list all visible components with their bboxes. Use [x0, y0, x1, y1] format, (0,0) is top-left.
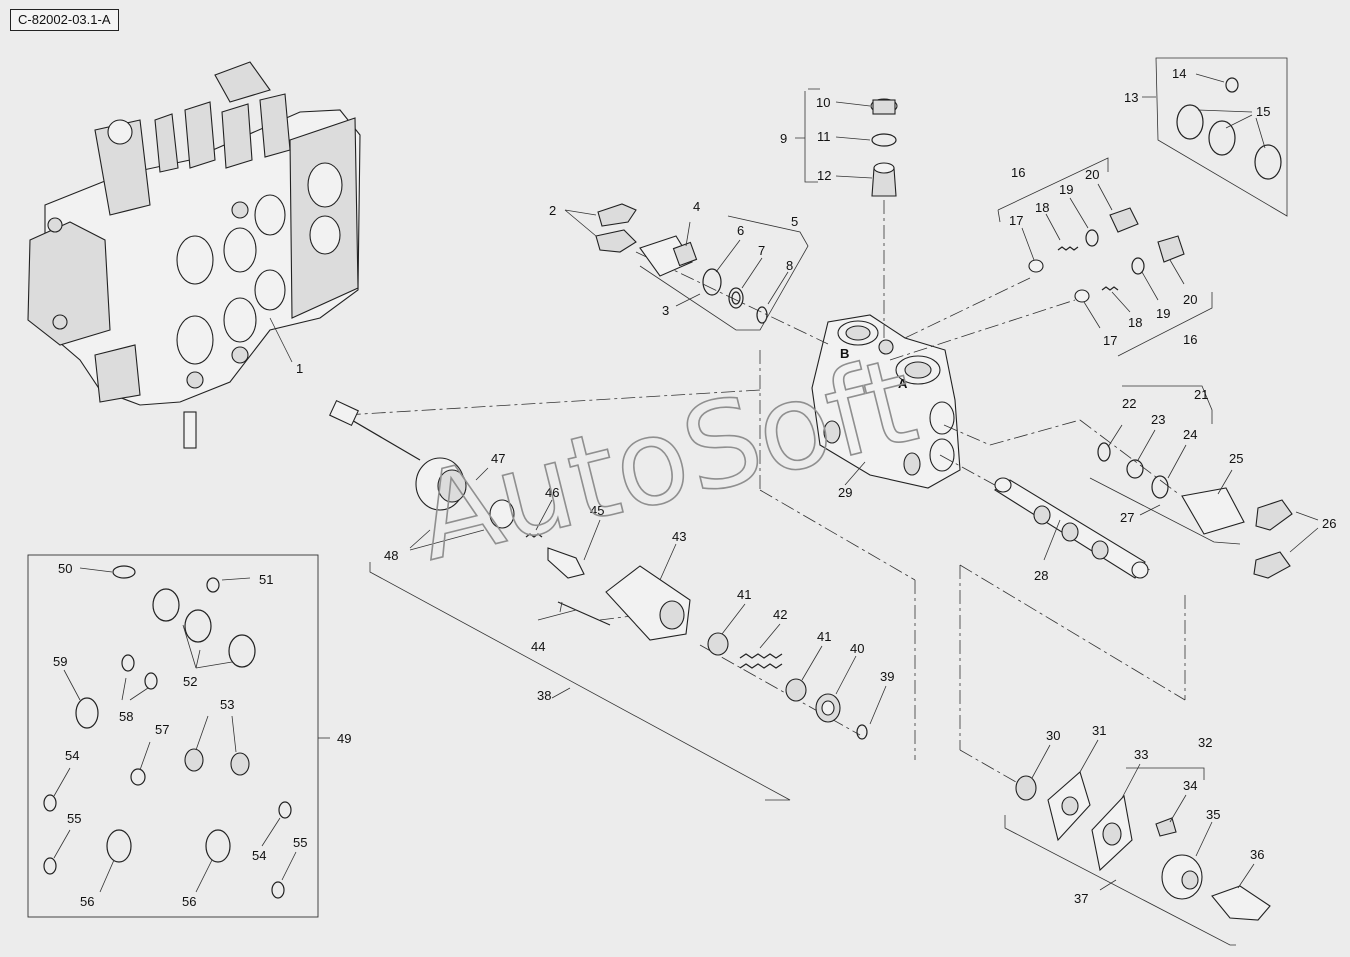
valve-assembly-illustration	[27, 61, 361, 449]
callout-12: 12	[817, 168, 831, 183]
callout-36: 36	[1250, 847, 1264, 862]
reference-code: C-82002-03.1-A	[10, 9, 119, 31]
callout-6: 6	[737, 223, 744, 238]
callout-28: 28	[1034, 568, 1048, 583]
callout-4: 4	[693, 199, 700, 214]
cover-parts	[1015, 771, 1271, 921]
callout-55-left: 55	[67, 811, 81, 826]
valve-section-housing: B A	[811, 314, 961, 489]
callout-40: 40	[850, 641, 864, 656]
callout-33: 33	[1134, 747, 1148, 762]
callout-41-top: 41	[737, 587, 751, 602]
callout-55-right: 55	[293, 835, 307, 850]
callout-44: 44	[531, 639, 545, 654]
callout-16-bottom: 16	[1183, 332, 1197, 347]
callout-49: 49	[337, 731, 351, 746]
callout-27: 27	[1120, 510, 1134, 525]
callout-5: 5	[791, 214, 798, 229]
callout-52: 52	[183, 674, 197, 689]
callout-32: 32	[1198, 735, 1212, 750]
callout-58: 58	[119, 709, 133, 724]
callout-17-top: 17	[1009, 213, 1023, 228]
callout-59: 59	[53, 654, 67, 669]
callout-43: 43	[672, 529, 686, 544]
callout-14: 14	[1172, 66, 1186, 81]
callout-30: 30	[1046, 728, 1060, 743]
callout-45: 45	[590, 503, 604, 518]
callout-51: 51	[259, 572, 273, 587]
callout-41-bottom: 41	[817, 629, 831, 644]
callout-9: 9	[780, 131, 787, 146]
callout-18-top: 18	[1035, 200, 1049, 215]
callout-22: 22	[1122, 396, 1136, 411]
callout-2: 2	[549, 203, 556, 218]
callout-18-bottom: 18	[1128, 315, 1142, 330]
callout-3: 3	[662, 303, 669, 318]
relief-valve-parts	[595, 203, 768, 324]
callout-54-left: 54	[65, 748, 79, 763]
plug-parts	[870, 98, 898, 197]
callout-11: 11	[817, 129, 831, 144]
callout-7: 7	[758, 243, 765, 258]
port-label-b: B	[840, 346, 849, 361]
spool-part	[993, 477, 1149, 579]
callout-23: 23	[1151, 412, 1165, 427]
callout-31: 31	[1092, 723, 1106, 738]
callout-50: 50	[58, 561, 72, 576]
check-valve-parts	[1028, 207, 1185, 303]
callout-19-bottom: 19	[1156, 306, 1170, 321]
callout-15: 15	[1256, 104, 1270, 119]
leader-lines	[53, 57, 1319, 946]
callout-21: 21	[1194, 387, 1208, 402]
callout-56-right: 56	[182, 894, 196, 909]
callout-53: 53	[220, 697, 234, 712]
callout-38: 38	[537, 688, 551, 703]
callout-29: 29	[838, 485, 852, 500]
callout-47: 47	[491, 451, 505, 466]
callout-1: 1	[296, 361, 303, 376]
callout-42: 42	[773, 607, 787, 622]
callout-26: 26	[1322, 516, 1336, 531]
callout-57: 57	[155, 722, 169, 737]
callout-46: 46	[545, 485, 559, 500]
callout-54-right: 54	[252, 848, 266, 863]
seal-kit-parts	[1176, 77, 1282, 180]
port-label-a: A	[898, 376, 908, 391]
callout-37: 37	[1074, 891, 1088, 906]
callout-39: 39	[880, 669, 894, 684]
callout-13: 13	[1124, 90, 1138, 105]
port-relief-parts	[1097, 442, 1293, 579]
callout-48: 48	[384, 548, 398, 563]
callout-17-bottom: 17	[1103, 333, 1117, 348]
seal-kit-box	[27, 554, 319, 918]
callout-16-top: 16	[1011, 165, 1025, 180]
callout-10: 10	[816, 95, 830, 110]
callout-numbers: 1 2 3 4 5 6 7 8 9 10 11 12 13 14 15 16 1…	[53, 66, 1336, 909]
actuator-parts	[329, 399, 868, 740]
callout-35: 35	[1206, 807, 1220, 822]
callout-20-top: 20	[1085, 167, 1099, 182]
callout-19-top: 19	[1059, 182, 1073, 197]
callout-24: 24	[1183, 427, 1197, 442]
callout-56-left: 56	[80, 894, 94, 909]
callout-25: 25	[1229, 451, 1243, 466]
watermark: AutoSoft	[403, 331, 928, 588]
callout-20-bottom: 20	[1183, 292, 1197, 307]
callout-8: 8	[786, 258, 793, 273]
callout-34: 34	[1183, 778, 1197, 793]
